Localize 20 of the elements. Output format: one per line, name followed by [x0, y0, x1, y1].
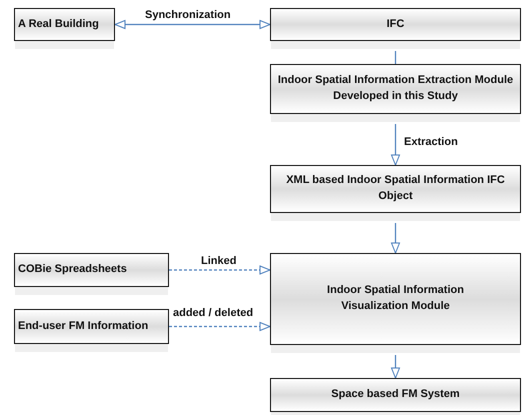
edge-label: added / deleted [172, 307, 254, 319]
box-label: Indoor Spatial Information Extraction Module Developed in this Study [276, 73, 514, 104]
box-label: COBie Spreadsheets [18, 262, 127, 278]
edge-label: Linked [200, 255, 238, 267]
box-label: IFC [386, 16, 404, 32]
edge-label: Synchronization [144, 9, 232, 21]
box-label: XML based Indoor Spatial Information IFC Object [285, 173, 506, 204]
box-label: Indoor Spatial Information Visualization Module [326, 283, 465, 314]
connector-line [394, 51, 396, 64]
box-label: End-user FM Information [18, 318, 148, 334]
edge-label: Extraction [403, 136, 459, 148]
arrow [114, 20, 270, 29]
arrow [391, 223, 400, 254]
arrow [391, 124, 400, 166]
box-label: A Real Building [18, 16, 99, 32]
dashed-arrow [169, 322, 270, 331]
process-box [270, 378, 521, 412]
arrow [391, 355, 400, 378]
dashed-arrow [169, 266, 270, 274]
box-label: Space based FM System [331, 387, 460, 402]
